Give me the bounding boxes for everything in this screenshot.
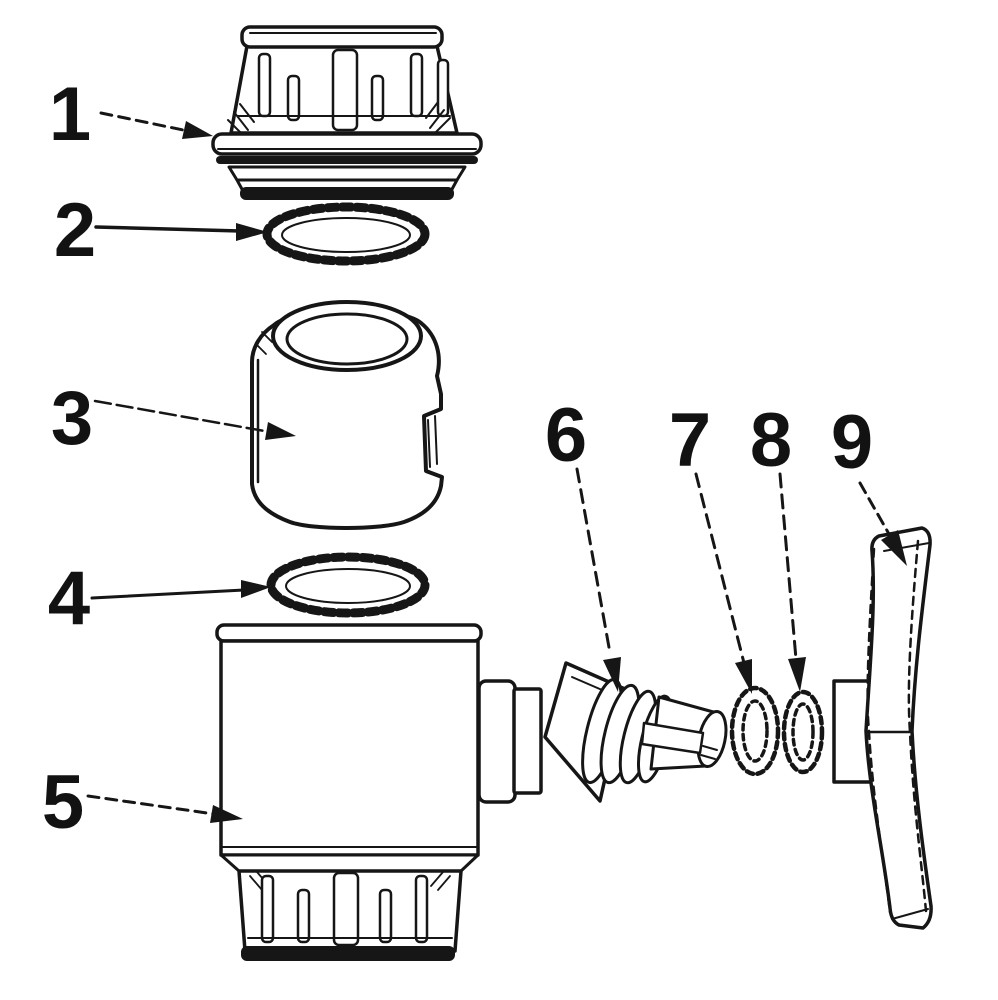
callout-arrow-2 xyxy=(94,223,268,241)
callout-arrow-7 xyxy=(694,472,752,694)
callout-arrow-6 xyxy=(575,467,621,692)
part-5-valve-body xyxy=(215,623,543,961)
part-9-handle xyxy=(832,526,933,930)
callout-number-5: 5 xyxy=(42,760,84,845)
callout-arrow-4 xyxy=(90,580,271,600)
callout-arrow-5 xyxy=(86,794,243,823)
callout-number-4: 4 xyxy=(48,556,90,641)
callout-number-6: 6 xyxy=(545,393,587,478)
callout-number-2: 2 xyxy=(54,188,96,273)
part-3-ball xyxy=(250,300,444,530)
part-1-cap-nut xyxy=(211,25,483,200)
callout-number-3: 3 xyxy=(51,376,93,461)
callout-number-1: 1 xyxy=(49,72,91,157)
part-2-o-ring xyxy=(262,202,430,266)
part-6-stem xyxy=(543,661,728,803)
part-7-o-ring xyxy=(729,685,781,777)
callout-arrow-1 xyxy=(99,111,213,139)
part-8-o-ring xyxy=(781,689,825,775)
callout-number-7: 7 xyxy=(669,398,711,483)
part-4-o-ring xyxy=(266,552,430,618)
callout-arrow-9 xyxy=(858,481,907,566)
callout-number-9: 9 xyxy=(831,400,873,485)
callout-arrow-3 xyxy=(93,399,296,440)
callout-number-8: 8 xyxy=(750,398,792,483)
callout-arrow-8 xyxy=(778,472,806,692)
